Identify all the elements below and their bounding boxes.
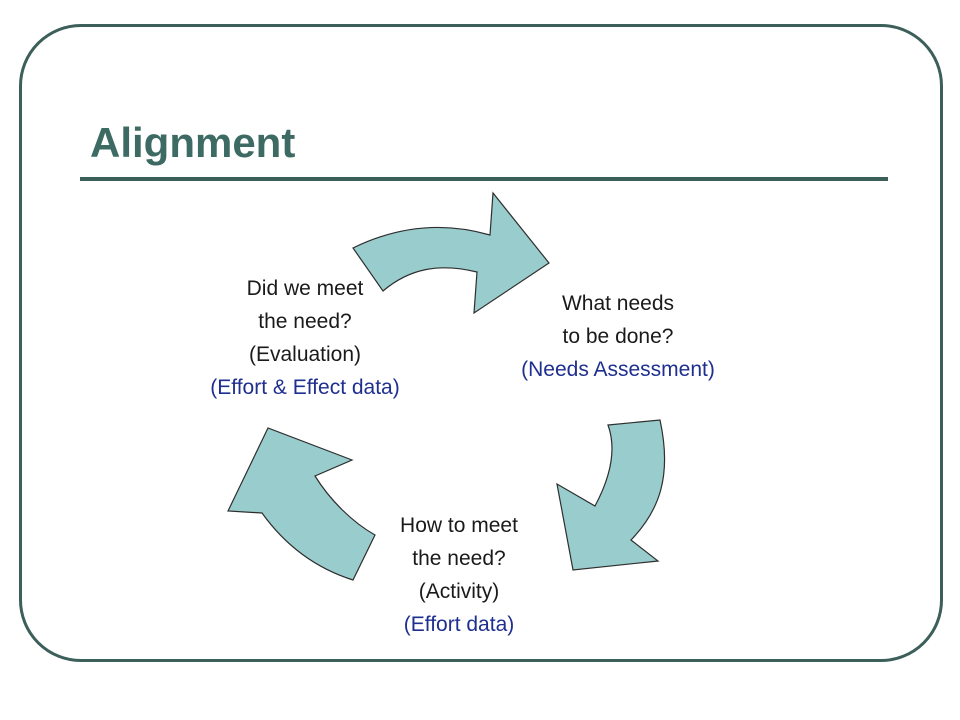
node-text-line: How to meet: [400, 514, 518, 537]
cycle-arrow-needs-to-activity: [556, 419, 666, 571]
cycle-node-evaluation: Did we meet the need? (Evaluation) (Effo…: [160, 272, 450, 404]
node-text-line: What needs: [561, 292, 675, 315]
node-text-line: (Evaluation): [248, 343, 362, 366]
node-data-label: (Effort data): [403, 613, 515, 636]
node-text-line: (Activity): [418, 580, 500, 603]
title-divider: [80, 177, 888, 181]
node-text-line: Did we meet: [246, 277, 364, 300]
cycle-arrow-evaluation-to-needs: [352, 191, 550, 315]
slide-frame: [19, 24, 943, 662]
cycle-node-activity: How to meet the need? (Activity) (Effort…: [344, 509, 574, 641]
node-text-line: the need?: [258, 310, 352, 333]
cycle-arrow-activity-to-evaluation: [227, 427, 376, 581]
node-data-label: (Effort & Effect data): [210, 376, 400, 399]
node-text-line: the need?: [412, 547, 506, 570]
slide-title: Alignment: [90, 119, 296, 166]
node-data-label: (Needs Assessment): [521, 358, 715, 381]
node-text-line: to be done?: [562, 325, 674, 348]
cycle-node-needs-assessment: What needs to be done? (Needs Assessment…: [478, 287, 758, 386]
